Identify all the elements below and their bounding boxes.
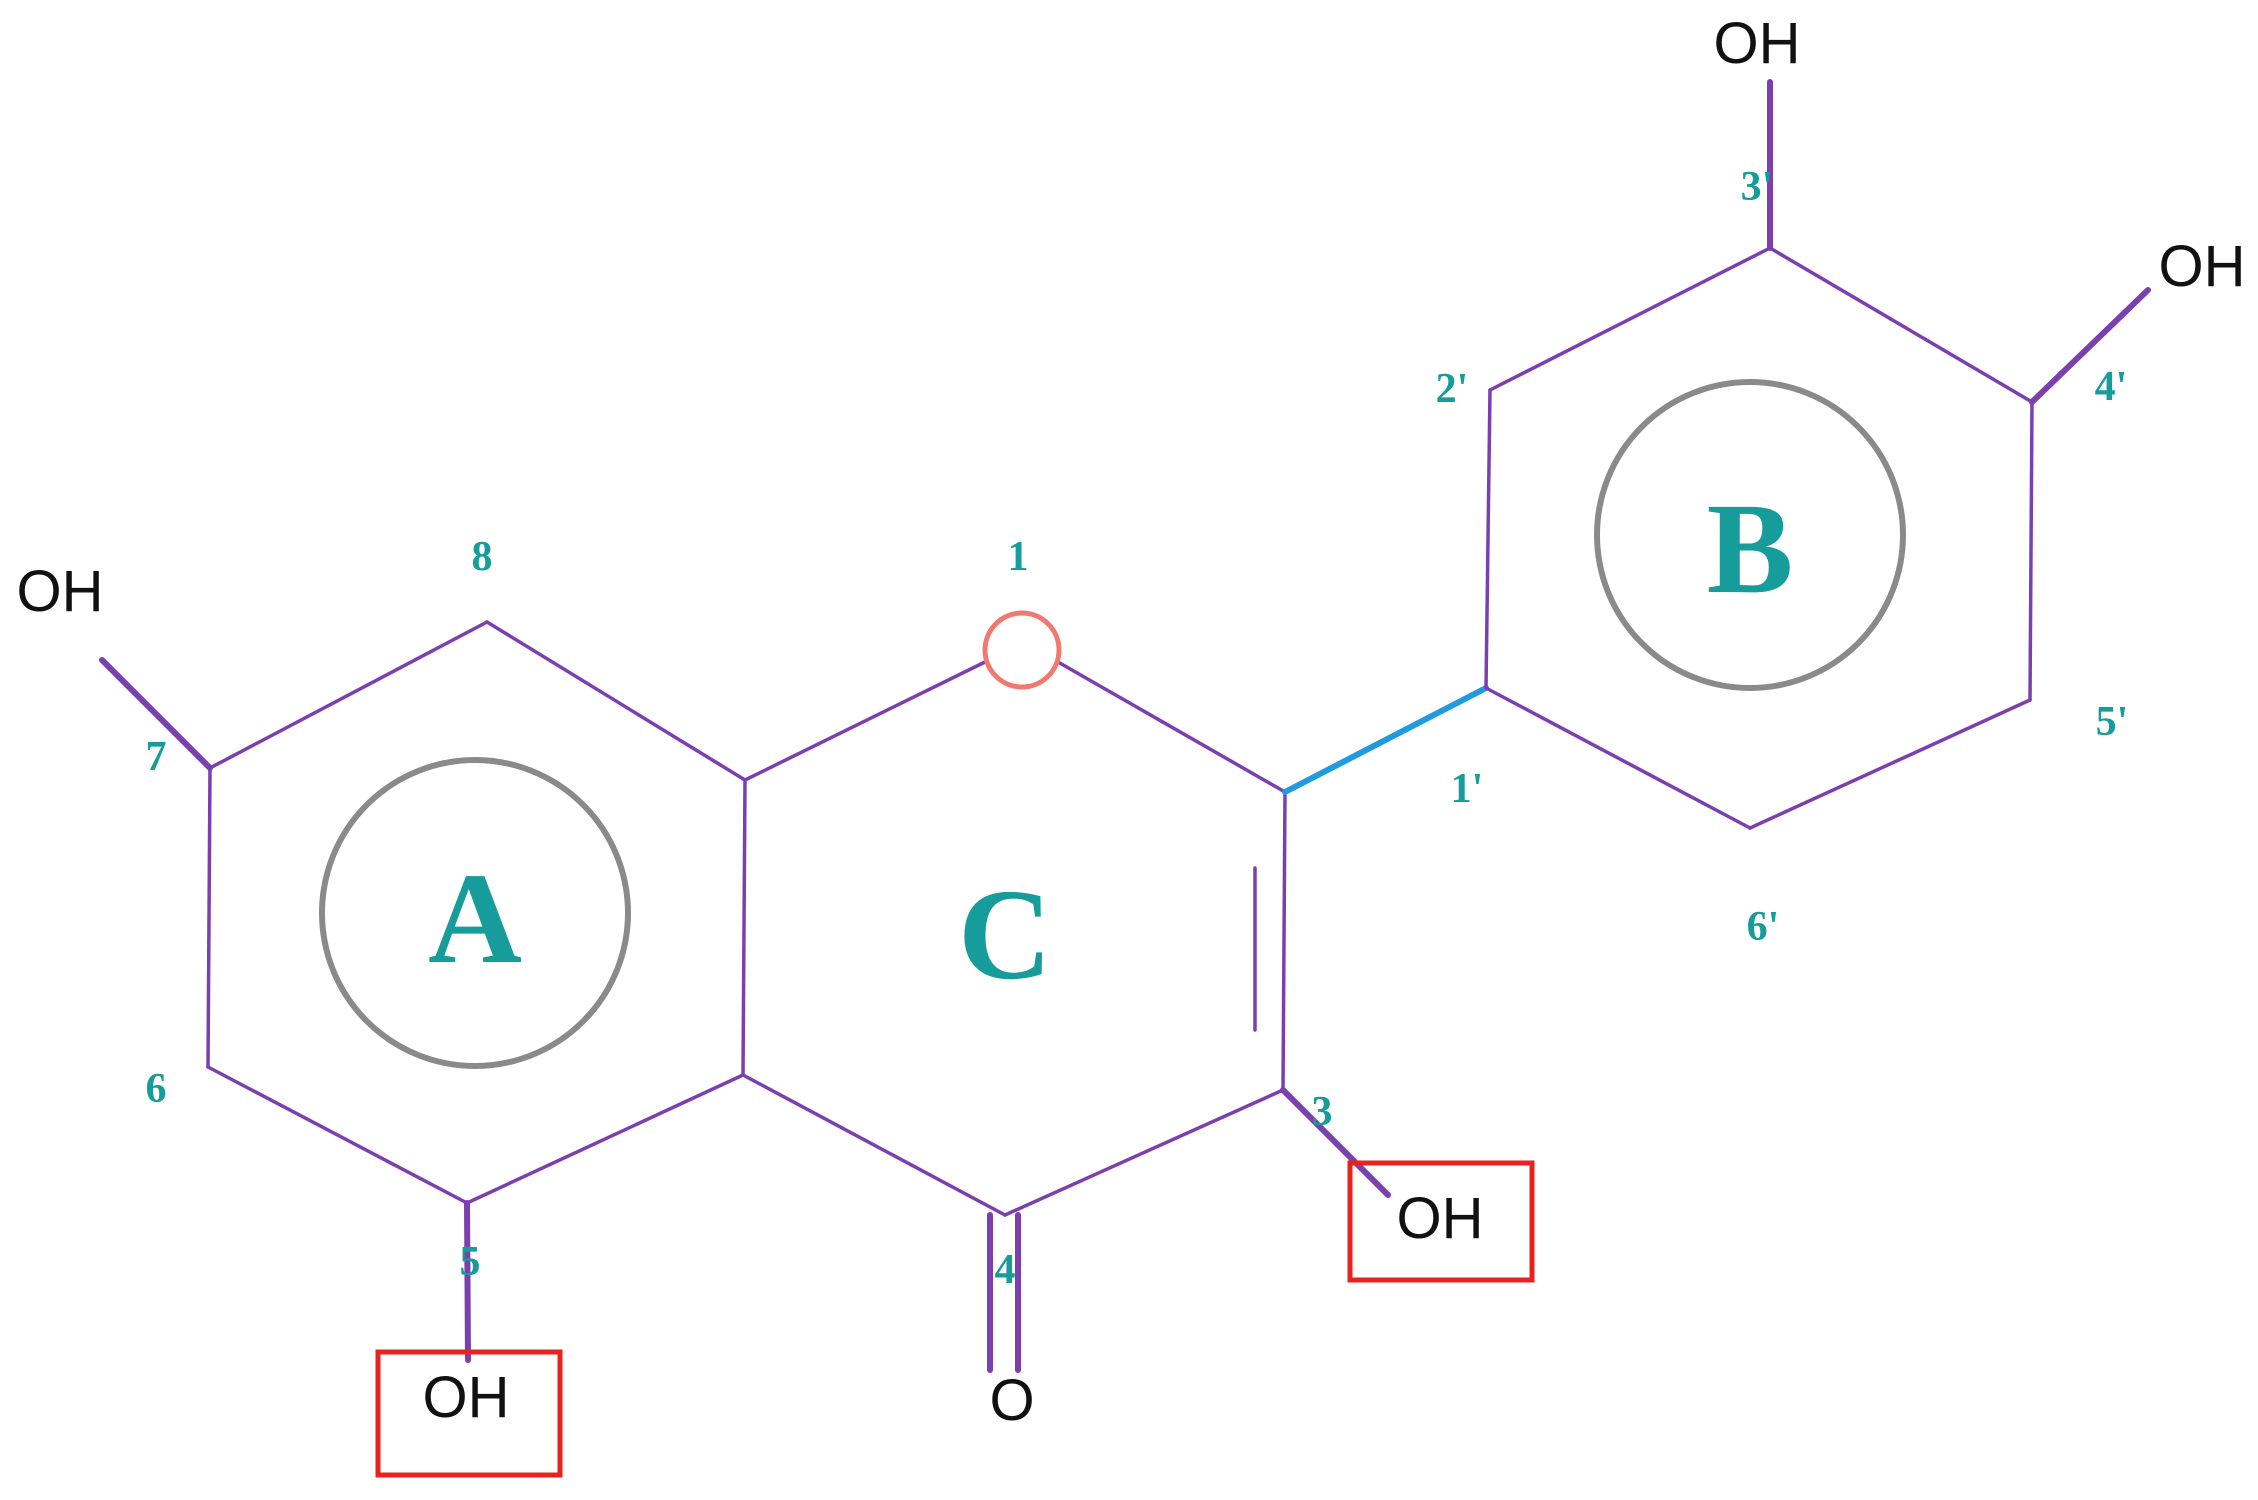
position-8-label: 8 [472, 534, 493, 580]
ring-a-circle [319, 757, 631, 1069]
carbonyl-oxygen-label: O [989, 1368, 1034, 1433]
ring-c-label: C [958, 863, 1052, 1007]
highlight-box-5-oh [375, 1349, 563, 1478]
ring-a-bonds [206, 620, 747, 1205]
ring-c-bonds [741, 660, 1287, 1217]
position-6-label: 6 [146, 1066, 167, 1112]
position-3prime-label: 3' [1741, 164, 1774, 210]
oh-5-label: OH [423, 1365, 510, 1430]
oh-7-label: OH [17, 559, 104, 624]
position-7-label: 7 [146, 734, 167, 780]
position-5prime-label: 5' [2096, 699, 2129, 745]
position-1prime-label: 1' [1451, 766, 1484, 812]
ring-b-bonds [1484, 246, 2034, 830]
oh-4prime-label: OH [2159, 234, 2246, 299]
position-6prime-label: 6' [1747, 904, 1780, 950]
position-5-label: 5 [460, 1239, 481, 1285]
ring-b-label: B [1707, 477, 1794, 621]
position-2prime-label: 2' [1436, 366, 1469, 412]
position-1-label: 1 [1008, 534, 1029, 580]
position-4-label: 4 [995, 1247, 1016, 1293]
position-4prime-label: 4' [2095, 364, 2128, 410]
oh-3-label: OH [1397, 1186, 1484, 1251]
ring-b-circle [1594, 379, 1906, 691]
ring-a-label: A [428, 847, 522, 991]
c2-c1prime-bond [1282, 685, 1489, 795]
highlight-box-3-oh [1347, 1160, 1535, 1283]
substituent-bonds [99, 79, 2151, 1373]
ring-oxygen-marker [982, 610, 1062, 690]
oh-3prime-label: OH [1714, 11, 1801, 76]
position-3-label: 3 [1312, 1089, 1333, 1135]
